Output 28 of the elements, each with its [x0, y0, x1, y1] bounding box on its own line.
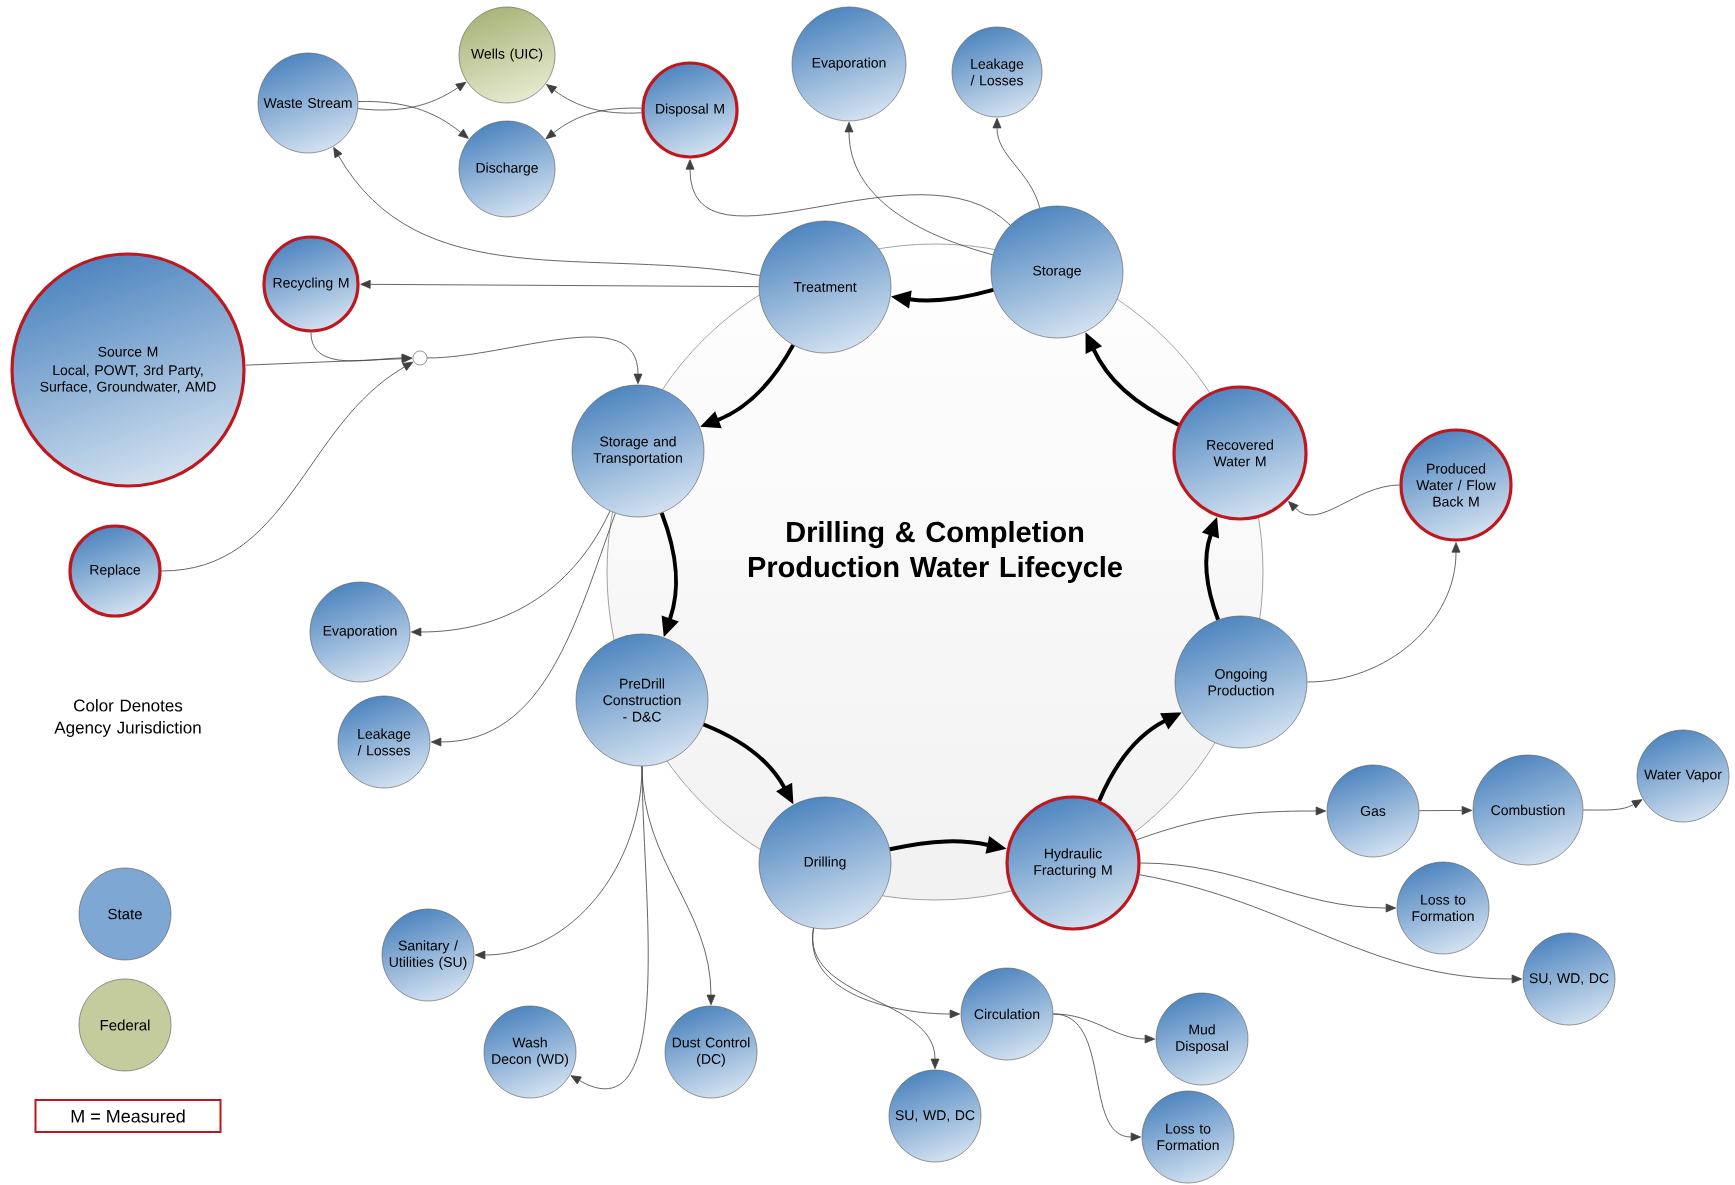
- arrow: [1139, 874, 1523, 984]
- title: Drilling & Completion Production Water Lifecycle: [748, 521, 1122, 583]
- arrow: [545, 107, 642, 140]
- arrow: [1052, 1013, 1142, 1142]
- arrow: [430, 512, 616, 747]
- arrow: [357, 81, 467, 111]
- arrow: [546, 84, 642, 114]
- arrow: [812, 927, 940, 1070]
- arrow: [685, 159, 1011, 226]
- arrow: [1288, 484, 1400, 516]
- junction-circle: [412, 350, 428, 366]
- arrow: [1582, 799, 1643, 811]
- legend-title: Color Denotes Agency Jurisdiction: [54, 699, 201, 737]
- arrow: [360, 279, 760, 289]
- arrow: [333, 147, 761, 276]
- arrow: [245, 354, 413, 366]
- arrow: [1306, 542, 1461, 683]
- arrow: [410, 510, 611, 637]
- arrow: [844, 121, 994, 256]
- arrow: [992, 117, 1041, 209]
- arrow: [1418, 806, 1473, 815]
- arrow: [1140, 862, 1397, 913]
- arrow: [1136, 806, 1327, 841]
- arrow: [426, 336, 643, 385]
- arrow: [641, 765, 716, 1006]
- legend-item: M = Measured: [34, 1099, 222, 1133]
- arrow: [161, 361, 414, 572]
- arrow: [357, 101, 469, 139]
